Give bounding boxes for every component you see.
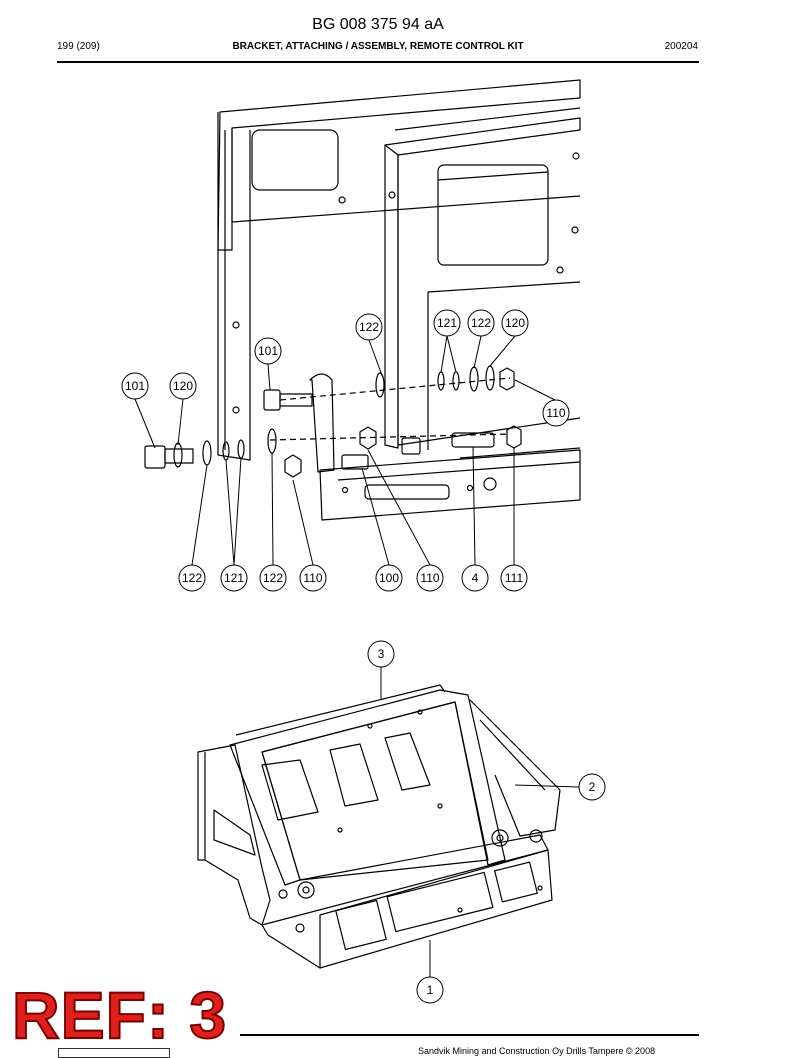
callout-1: 1	[416, 976, 444, 1004]
svg-text:110: 110	[303, 571, 322, 585]
callout-120: 120	[501, 309, 529, 337]
svg-text:101: 101	[125, 379, 145, 393]
svg-text:120: 120	[173, 379, 193, 393]
assembly-callouts: 3 2 1	[367, 640, 606, 1004]
callout-4: 4	[461, 564, 489, 592]
page-title: BRACKET, ATTACHING / ASSEMBLY, REMOTE CO…	[232, 41, 524, 52]
svg-text:2: 2	[589, 780, 596, 794]
svg-text:121: 121	[224, 571, 244, 585]
page-number: 199 (209)	[57, 41, 100, 52]
callout-121: 121	[433, 309, 461, 337]
svg-text:101: 101	[258, 344, 278, 358]
callout-122: 122	[259, 564, 287, 592]
callout-110: 110	[299, 564, 327, 592]
footer-copyright: Sandvik Mining and Construction Oy Drill…	[418, 1046, 656, 1056]
document-code: 200204	[664, 41, 698, 52]
assembly-leader-lines	[380, 667, 580, 977]
callout-2: 2	[578, 773, 606, 801]
assembly-view-drawing	[197, 684, 561, 969]
header-rule	[57, 61, 699, 63]
callout-110: 110	[542, 399, 570, 427]
exploded-callouts: 122 121 122 120 101 101 120 110 122 121 …	[121, 309, 570, 592]
callout-121: 121	[220, 564, 248, 592]
svg-text:111: 111	[505, 571, 524, 585]
exploded-leader-lines	[134, 335, 556, 566]
svg-text:120: 120	[505, 316, 525, 330]
callout-122: 122	[178, 564, 206, 592]
callout-100: 100	[375, 564, 403, 592]
svg-text:122: 122	[263, 571, 283, 585]
callout-111: 111	[500, 564, 528, 592]
svg-text:100: 100	[379, 571, 399, 585]
svg-text:110: 110	[420, 571, 439, 585]
footer-rule	[240, 1034, 699, 1036]
svg-text:4: 4	[472, 571, 479, 585]
svg-text:1: 1	[427, 983, 434, 997]
callout-110: 110	[416, 564, 444, 592]
exploded-view-drawing	[144, 79, 581, 521]
callout-122: 122	[467, 309, 495, 337]
callout-101: 101	[121, 372, 149, 400]
svg-text:122: 122	[359, 320, 379, 334]
callout-122: 122	[355, 313, 383, 341]
callout-3: 3	[367, 640, 395, 668]
document-number: BG 008 375 94 aA	[312, 16, 444, 33]
svg-text:122: 122	[182, 571, 202, 585]
callout-101: 101	[254, 337, 282, 365]
svg-text:110: 110	[546, 406, 565, 420]
svg-text:121: 121	[437, 316, 457, 330]
ref-stamp: REF: 3	[11, 978, 228, 1052]
callout-120: 120	[169, 372, 197, 400]
logo	[58, 1048, 170, 1058]
svg-text:122: 122	[471, 316, 491, 330]
svg-text:3: 3	[378, 647, 385, 661]
